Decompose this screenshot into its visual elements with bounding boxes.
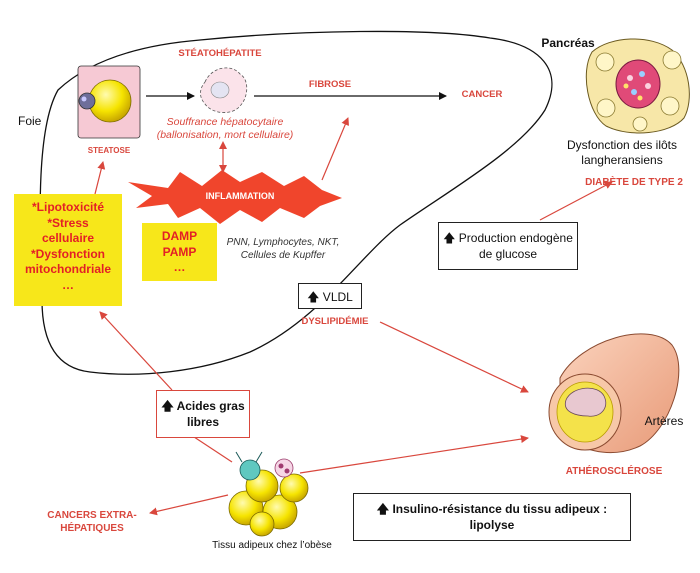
arrow-vldl-artere — [379, 321, 529, 393]
label-souffrance-line2: (ballonisation, mort cellulaire) — [156, 129, 294, 142]
glucose-line-2: de glucose — [478, 246, 538, 261]
label-foie: Foie — [18, 114, 42, 128]
arrow-inflammation-fibrose — [321, 117, 349, 181]
vldl-box: 🡅 VLDL — [298, 283, 362, 309]
label-dysfonction-line1: Dysfonction des ilôts — [566, 138, 678, 152]
label-tissu: Tissu adipeux chez l’obèse — [212, 540, 332, 551]
lipo-line-1: *Lipotoxicité — [31, 200, 104, 214]
adipose-tissue-icon — [228, 451, 309, 537]
label-cancer: CANCER — [461, 89, 503, 100]
label-cancers-extra-line1: CANCERS EXTRA- — [47, 510, 137, 521]
label-inflammation: INFLAMMATION — [205, 191, 275, 201]
arrow-tissu-artere — [299, 435, 529, 474]
arrow-lipo-steatose — [94, 161, 106, 195]
label-dysfonction: Dysfonction des ilôts langheransiens — [552, 138, 692, 168]
label-diabete: DIABÈTE DE TYPE 2 — [585, 177, 683, 188]
lipo-line-2: *Stress — [47, 215, 89, 230]
label-fibrose: FIBROSE — [308, 79, 352, 90]
label-steatose: STEATOSE — [87, 146, 131, 155]
label-cells-line1: PNN, Lymphocytes, NKT, — [226, 237, 340, 248]
damp-line-3: … — [173, 260, 186, 275]
acides-line-1: 🡅 Acides gras — [161, 399, 245, 413]
insulino-box: 🡅 Insulino-résistance du tissu adipeux :… — [353, 493, 631, 541]
label-steatohepatite: STÉATOHÉPATITE — [178, 48, 262, 59]
label-atherosclerose: ATHÉROSCLÉROSE — [565, 466, 663, 477]
lipo-line-3: cellulaire — [41, 231, 95, 246]
arrow-acides-lipo — [99, 311, 173, 391]
arrow-glucose-diabete — [539, 181, 613, 221]
liver-outline — [39, 30, 553, 375]
acides-line-2: libres — [186, 414, 219, 429]
label-pancreas: Pancréas — [541, 36, 595, 50]
label-souffrance: Souffrance hépatocytaire (ballonisation,… — [150, 116, 300, 142]
damp-line-2: PAMP — [162, 244, 197, 259]
damp-line-1: DAMP — [161, 229, 198, 243]
label-cells-line2: Cellules de Kupffer — [240, 249, 326, 261]
label-dysfonction-line2: langheransiens — [581, 153, 663, 167]
label-cancers-extra-line2: HÉPATIQUES — [60, 522, 124, 534]
arrow-tissu-cancers — [149, 494, 229, 516]
pancreas-islet-icon — [585, 38, 690, 134]
inflammation-burst — [128, 170, 342, 224]
glucose-box: 🡅 Production endogène de glucose — [438, 222, 578, 270]
insulino-line-2: lipolyse — [469, 517, 515, 532]
label-arteres: Artères — [644, 414, 684, 428]
label-cells: PNN, Lymphocytes, NKT, Cellules de Kupff… — [218, 237, 348, 262]
glucose-line-1: 🡅 Production endogène — [443, 231, 573, 245]
lipotoxicite-box: *Lipotoxicité *Stress cellulaire *Dysfon… — [14, 194, 122, 306]
label-cancers-extra: CANCERS EXTRA- HÉPATIQUES — [34, 510, 150, 535]
ballooned-cell-icon — [200, 67, 248, 113]
lipo-line-6: … — [62, 277, 74, 292]
artery-icon — [548, 333, 680, 453]
steatosis-cell-icon — [77, 65, 141, 139]
lipo-line-5: mitochondriale — [24, 262, 111, 277]
insulino-line-1: 🡅 Insulino-résistance du tissu adipeux : — [376, 502, 608, 516]
label-dyslipidemie: DYSLIPIDÉMIE — [301, 316, 369, 327]
acides-gras-box: 🡅 Acides gras libres — [156, 390, 250, 438]
lipo-line-4: *Dysfonction — [30, 246, 105, 261]
damp-box: DAMP PAMP … — [142, 223, 217, 281]
label-souffrance-line1: Souffrance hépatocytaire — [166, 116, 284, 128]
